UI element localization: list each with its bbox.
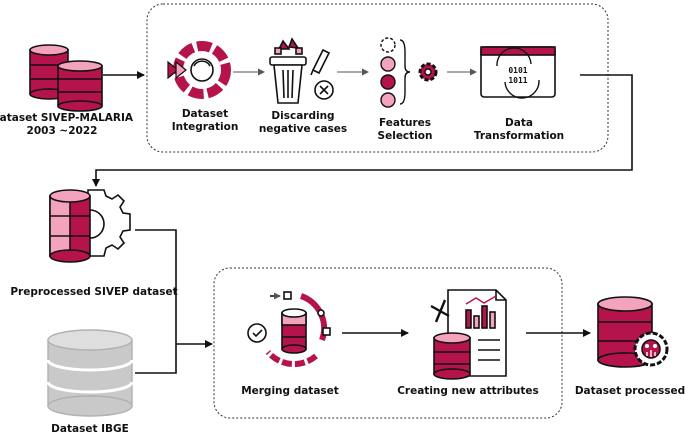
connector-ibge: [135, 344, 177, 374]
transformation-label-line2: Transformation: [474, 130, 564, 142]
merging-cycle-icon: [247, 291, 331, 368]
sivep-label-line1: Dataset SIVEP-MALARIA: [0, 112, 134, 124]
preprocessed-label: Preprocessed SIVEP dataset: [10, 286, 177, 298]
connector-preprocessed: [135, 229, 177, 344]
integration-label-line2: Integration: [172, 121, 239, 133]
preprocessing-group-box: [146, 3, 609, 153]
binary-line-2: 1011: [508, 76, 527, 85]
attributes-document-icon: [430, 289, 507, 380]
ibge-label: Dataset IBGE: [51, 423, 129, 435]
features-label-line2: Selection: [378, 130, 433, 142]
integration-ring-icon: [167, 41, 231, 99]
features-label-line1: Features: [379, 117, 431, 129]
features-selection-icon: [380, 37, 438, 108]
data-transformation-window-icon: [480, 46, 556, 99]
merging-label: Merging dataset: [241, 385, 339, 397]
processed-label: Dataset processed: [575, 385, 685, 397]
trash-bin-icon: [269, 37, 307, 104]
creating-label: Creating new attributes: [397, 385, 539, 397]
arrow-box-to-preprocessed: [92, 74, 633, 187]
database-gear-icon: [49, 189, 131, 263]
database-processed-icon: [597, 296, 669, 368]
integration-label-line1: Dataset: [182, 108, 228, 120]
enrichment-group-box: [213, 267, 563, 419]
transformation-label-line1: Data: [505, 117, 533, 129]
discard-pencil-icon: [310, 48, 331, 76]
close-circle-icon: [314, 80, 334, 100]
binary-line-1: 0101: [508, 66, 527, 75]
database-stack-icon: [29, 44, 103, 112]
database-gray-icon: [46, 329, 134, 417]
discarding-label-line2: negative cases: [259, 123, 347, 135]
discarding-label-line1: Discarding: [271, 110, 334, 122]
sivep-label-line2: 2003 ~2022: [27, 125, 98, 137]
